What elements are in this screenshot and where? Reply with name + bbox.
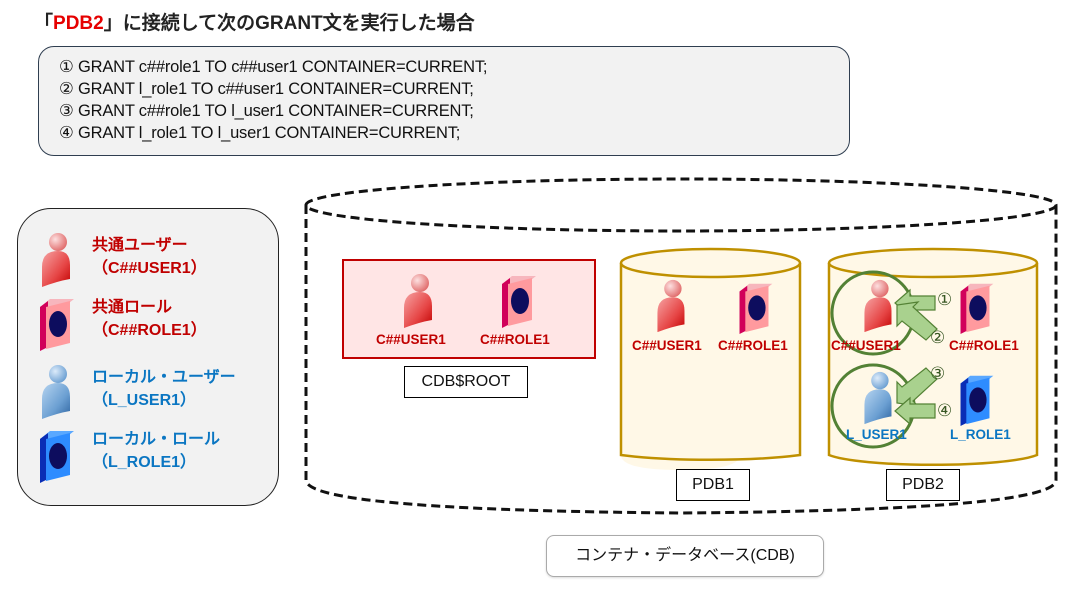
- grant-marker-3: ③: [930, 364, 946, 383]
- sql-statement-1: ① GRANT c##role1 TO c##user1 CONTAINER=C…: [59, 58, 488, 76]
- grant-marker-1: ①: [937, 290, 953, 309]
- legend-label: ローカル・ユーザー: [92, 369, 236, 386]
- grant-marker-4: ④: [937, 401, 953, 420]
- legend-item-local-user: ローカル・ユーザー （L_USER1）: [36, 363, 276, 423]
- pdb1-label: PDB1: [676, 469, 750, 501]
- cdb-cylinder: [304, 177, 1058, 515]
- cdb-root-label: CDB$ROOT: [404, 366, 528, 398]
- legend-item-common-user: 共通ユーザー （C##USER1）: [36, 231, 276, 291]
- pdb1-role-label: C##ROLE1: [718, 338, 788, 353]
- title-highlight-pdb2: PDB2: [53, 13, 104, 34]
- grant-arrow-4: [894, 396, 936, 426]
- pdb1-common-role-icon: [739, 283, 773, 334]
- legend-sub: （C##USER1）: [92, 260, 207, 277]
- pdb2-label: PDB2: [886, 469, 960, 501]
- pdb1-user-label: C##USER1: [632, 338, 702, 353]
- root-user-label: C##USER1: [376, 332, 446, 347]
- sql-statements-box: ① GRANT c##role1 TO c##user1 CONTAINER=C…: [38, 46, 850, 156]
- root-common-role-icon: [502, 276, 536, 328]
- cdb-root-box: [342, 259, 596, 359]
- root-role-label: C##ROLE1: [480, 332, 550, 347]
- pdb2-local-role-label: L_ROLE1: [950, 427, 1011, 442]
- legend-label: ローカル・ロール: [92, 431, 221, 448]
- legend: 共通ユーザー （C##USER1） 共通ロール （C##ROLE1） ローカル・…: [17, 208, 279, 506]
- pdb2-local-user-label: L_USER1: [846, 427, 907, 442]
- title-suffix: 」に接続して次のGRANT文を実行した場合: [103, 13, 475, 34]
- legend-sub: （L_USER1）: [92, 392, 197, 409]
- cdb-label: コンテナ・データベース(CDB): [546, 535, 824, 577]
- grant-marker-2: ②: [930, 328, 946, 347]
- sql-statement-2: ② GRANT l_role1 TO c##user1 CONTAINER=CU…: [59, 80, 474, 98]
- legend-sub: （C##ROLE1）: [92, 322, 207, 339]
- sql-statement-4: ④ GRANT l_role1 TO l_user1 CONTAINER=CUR…: [59, 124, 461, 142]
- pdb2-common-role-icon: [960, 283, 994, 334]
- pdb2-common-role-label: C##ROLE1: [949, 338, 1019, 353]
- pdb1-cylinder: [619, 247, 802, 470]
- legend-item-local-role: ローカル・ロール （L_ROLE1）: [36, 425, 276, 485]
- legend-label: 共通ユーザー: [92, 237, 188, 254]
- title-prefix: 「: [34, 13, 54, 34]
- pdb2-local-role-icon: [960, 375, 994, 426]
- legend-sub: （L_ROLE1）: [92, 454, 197, 471]
- legend-item-common-role: 共通ロール （C##ROLE1）: [36, 293, 276, 353]
- legend-label: 共通ロール: [92, 299, 173, 316]
- pdb2-common-user-label: C##USER1: [831, 338, 901, 353]
- sql-statement-3: ③ GRANT c##role1 TO l_user1 CONTAINER=CU…: [59, 102, 474, 120]
- grant-arrow-2: [896, 301, 938, 341]
- page-title: 「PDB2」に接続して次のGRANT文を実行した場合: [34, 8, 475, 35]
